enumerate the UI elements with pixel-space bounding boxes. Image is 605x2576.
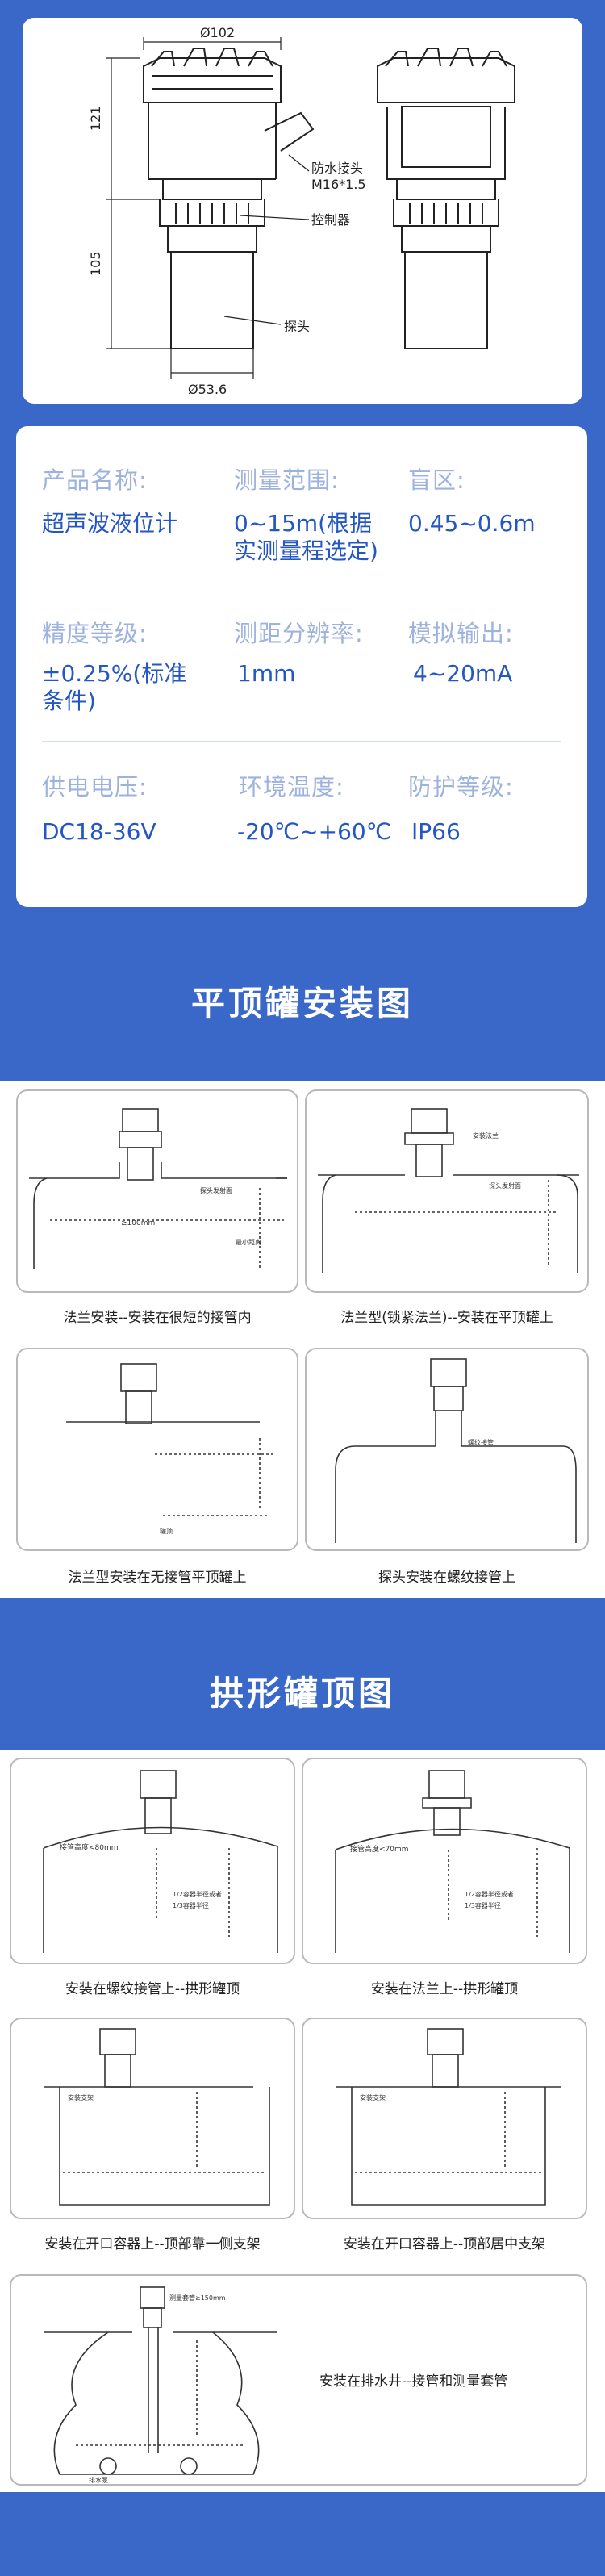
spec-value-blind: 0.45~0.6m [408,510,536,537]
flat-caption-4: 探头安装在螺纹接管上 [378,1570,515,1586]
dome-diagram-4: 安装支架 [302,2018,587,2219]
dim-bottom-label: Ø53.6 [188,382,227,397]
spec-label-temperature: 环境温度: [239,773,344,801]
pipe-label: 测量套管≥150mm [169,2294,226,2302]
dome-caption-1: 安装在螺纹接管上--拱形罐顶 [65,1981,240,1997]
section1-title: 平顶罐安装图 [190,984,414,1023]
spec-label-product: 产品名称: [42,466,148,494]
thread-label: 螺纹接管 [468,1438,494,1446]
flat-caption-2: 法兰型(锁紧法兰)--安装在平顶罐上 [340,1310,553,1326]
dome-diagram-3: 安装支架 [10,2018,295,2219]
spec-divider [42,741,561,742]
spec-label-blind: 盲区: [408,466,465,494]
spec-value-resolution: 1mm [237,660,296,687]
section2-title: 拱形罐顶图 [209,1674,395,1713]
dim-lower-label: 105 [88,251,103,276]
nozzle-height-label: 接管高度<80mm [60,1842,119,1852]
half-radius-label: 1/2容器半径或者 [173,1890,222,1898]
flat-diagram-4: 螺纹接管 [305,1348,589,1551]
spec-label-voltage: 供电电压: [42,773,148,801]
half-radius-label: 1/2容器半径或者 [465,1890,514,1898]
dimension-drawing-card: Ø102 121 105 Ø53.6 防水接头 M16*1.5 控制器 探头 [23,18,582,404]
bracket-label: 安装支架 [68,2093,94,2101]
controller-label: 控制器 [311,212,350,228]
flat-diagram-2: 安装法兰 探头发射面 [305,1089,589,1293]
spec-value-protection: IP66 [411,818,461,845]
dimension-drawing: Ø102 121 105 Ø53.6 防水接头 M16*1.5 控制器 探头 [88,25,515,397]
spec-value-output: 4~20mA [413,660,513,687]
flat-diagram-1: ≥100mm 探头发射面 最小距离 [16,1089,298,1293]
nozzle-height-label: 接管高度<70mm [350,1844,409,1854]
thread-label: M16*1.5 [311,177,366,192]
third-radius-label: 1/3容器半径 [173,1901,209,1909]
spec-value-temperature: -20℃~+60℃ [237,818,392,845]
spec-label-range: 测量范围: [234,466,340,494]
flat-caption-3: 法兰型安装在无接管平顶罐上 [68,1570,247,1586]
dim-top-label: Ø102 [200,25,235,40]
spec-value-range: 0~15m(根据 实测量程选定) [234,510,378,564]
spec-value-voltage: DC18-36V [42,818,156,845]
dome-caption-3: 安装在开口容器上--顶部靠一侧支架 [44,2236,261,2252]
third-radius-label: 1/3容器半径 [465,1901,501,1909]
pump-label: 排水泵 [89,2476,108,2484]
flange-label: 安装法兰 [473,1131,499,1140]
connector-label: 防水接头 [311,161,363,176]
dim-upper-label: 121 [88,106,103,131]
spec-label-protection: 防护等级: [408,773,514,801]
dome-caption-4: 安装在开口容器上--顶部居中支架 [343,2236,546,2252]
dome-diagram-2: 接管高度<70mm 1/2容器半径或者 1/3容器半径 [302,1758,587,1964]
dome-caption-5: 安装在排水井--接管和测量套管 [319,2373,508,2390]
spec-value-product: 超声波液位计 [42,510,178,537]
max-range-label: 最小距离 [236,1238,261,1246]
bracket-label: 安装支架 [360,2093,386,2101]
probe-label: 探头 [284,319,310,334]
tank-top-label: 罐顶 [160,1527,173,1535]
flat-caption-1: 法兰安装--安装在很短的接管内 [63,1310,252,1326]
min-width-label: ≥100mm [121,1219,155,1227]
flat-diagram-3: 罐顶 [16,1348,298,1551]
spec-card: 产品名称: 超声波液位计 测量范围: 0~15m(根据 实测量程选定) 盲区: … [16,426,587,907]
dome-caption-2: 安装在法兰上--拱形罐顶 [370,1981,519,1997]
spec-label-accuracy: 精度等级: [42,620,148,647]
dome-diagram-1: 接管高度<80mm 1/2容器半径或者 1/3容器半径 [10,1758,295,1964]
blind-zone-label: 探头发射面 [489,1181,521,1190]
spec-value-accuracy: ±0.25%(标准 条件) [42,660,187,714]
dome-diagram-5: 测量套管≥150mm 排水泵 安装在排水井--接管和测量套管 [10,2274,587,2486]
spec-label-resolution: 测距分辨率: [234,620,364,647]
spec-label-output: 模拟输出: [408,620,514,647]
blind-zone-label: 探头发射面 [200,1186,232,1194]
